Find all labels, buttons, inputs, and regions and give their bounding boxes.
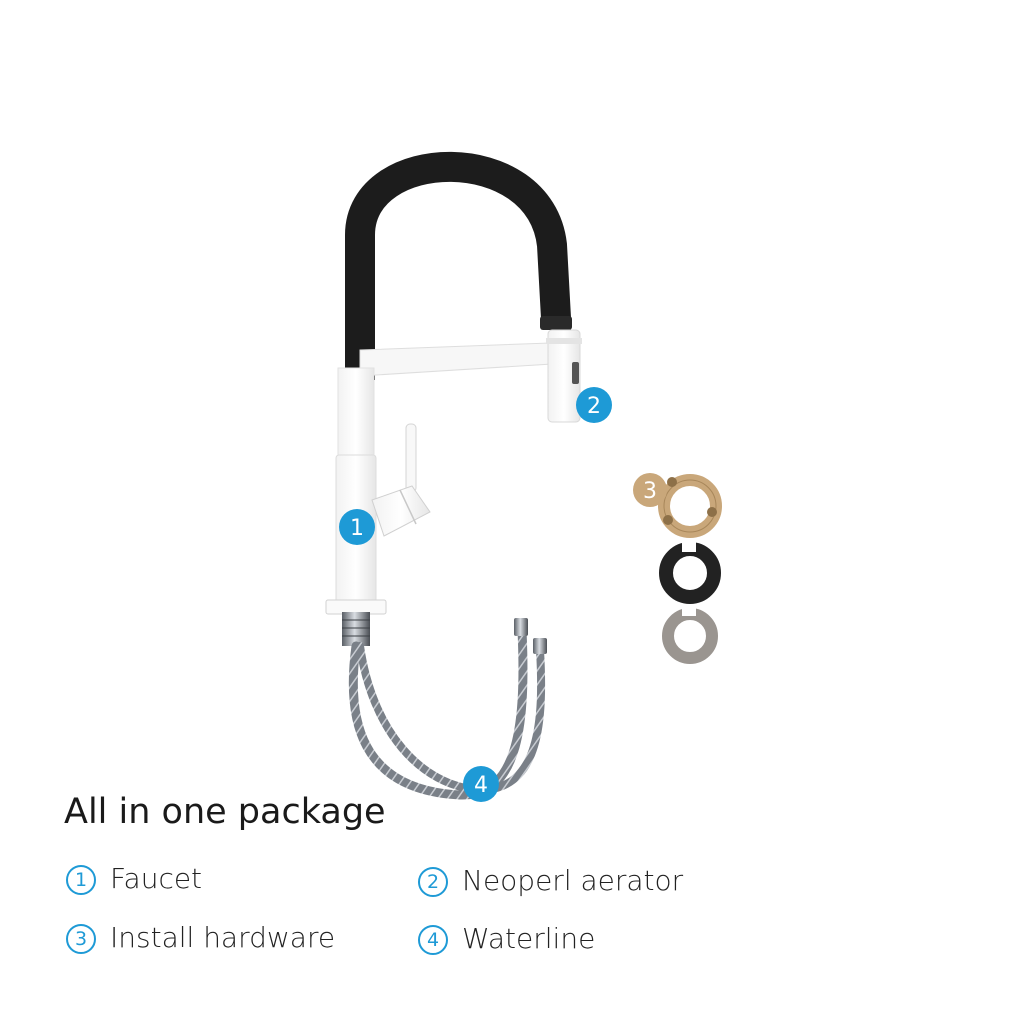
legend-label: Faucet: [110, 862, 203, 895]
legend-item-waterline: 4 Waterline: [418, 922, 595, 955]
svg-text:2: 2: [587, 394, 601, 419]
callout-badge-1: 1: [339, 509, 375, 545]
callout-badge-3: 3: [633, 473, 667, 507]
rubber-ring: [659, 540, 721, 604]
legend-number-icon: 2: [418, 866, 448, 897]
legend-item-aerator: 2 Neoperl aerator: [418, 864, 683, 897]
hose-ring: [540, 316, 572, 330]
legend-item-install-hardware: 3 Install hardware: [66, 921, 335, 954]
support-bar: [359, 342, 553, 377]
legend-label: Waterline: [462, 922, 596, 955]
waterline-main: [348, 625, 528, 800]
spray-head: [547, 329, 581, 423]
faucet-base: [325, 599, 387, 615]
legend-item-faucet: 1 Faucet: [66, 862, 202, 895]
svg-text:3: 3: [643, 479, 657, 504]
callout-badge-2: 2: [576, 387, 612, 423]
waterline-fitting-a: [514, 618, 528, 636]
legend-number-icon: 4: [418, 924, 448, 955]
package-title: All in one package: [64, 792, 386, 832]
steel-ring: [662, 606, 718, 664]
waterline-fitting-b: [533, 638, 547, 654]
handle-cartridge: [371, 485, 431, 537]
faucet-column-upper: [337, 367, 375, 465]
svg-text:1: 1: [350, 516, 364, 541]
legend-number-icon: 1: [66, 864, 96, 895]
legend-label: Install hardware: [110, 921, 336, 954]
brass-bracket: [658, 474, 722, 538]
legend-label: Neoperl aerator: [462, 864, 684, 897]
handle-lever: [405, 423, 417, 493]
legend-number-icon: 3: [66, 923, 96, 954]
callout-badge-4: 4: [463, 766, 499, 802]
threaded-shank: [342, 612, 370, 646]
hose-arch: [345, 151, 571, 380]
svg-text:4: 4: [474, 773, 488, 798]
